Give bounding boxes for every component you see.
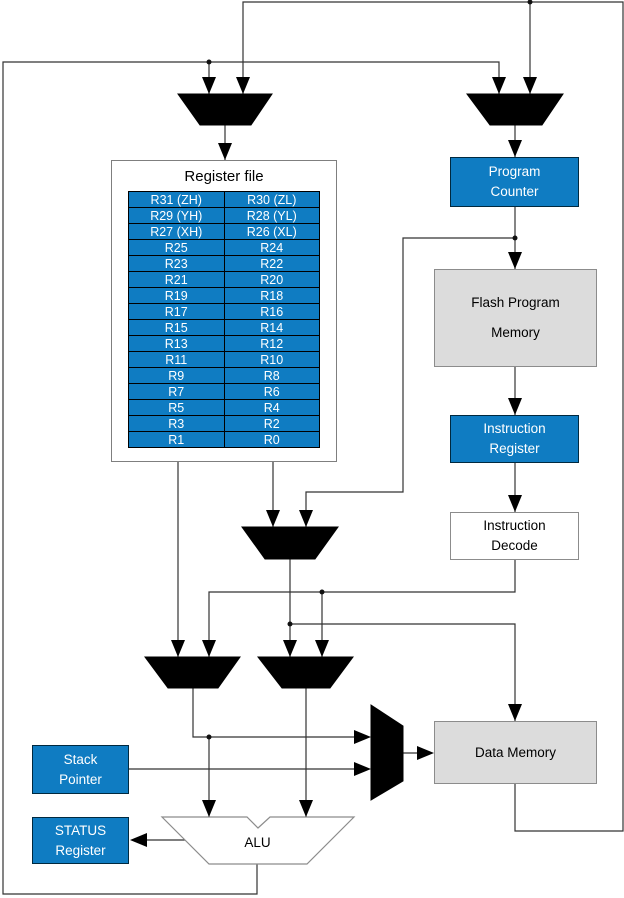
arrowhead [283,640,297,657]
arrowhead [508,704,522,721]
register-cell: R21 [129,272,224,287]
arrowhead [354,762,371,776]
arrowhead [236,77,250,94]
register-cell: R0 [224,432,319,447]
arrowhead [492,77,506,94]
junction-dot [319,589,325,595]
register-file-table: R31 (ZH) R30 (ZL) R29 (YH) R28 (YL) R27 … [128,191,320,448]
register-cell: R14 [224,320,319,335]
register-cell: R1 [129,432,224,447]
alu-shape [160,816,356,865]
wire-pc-to-operand-mux [305,237,515,527]
junction-dot [287,621,293,627]
register-file-block: Register file R31 (ZH) R30 (ZL) R29 (YH)… [111,160,337,462]
program-counter-block: Program Counter [450,157,579,207]
register-cell: R17 [129,304,224,319]
register-cell: R8 [224,368,319,383]
arrowhead [202,640,216,657]
register-cell: R12 [224,336,319,351]
alu-label: ALU [244,835,271,850]
register-cell: R23 [129,256,224,271]
arrowhead [417,746,434,760]
junction-dot [206,59,212,65]
register-cell: R19 [129,288,224,303]
arrowhead [299,800,313,817]
register-cell: R4 [224,400,319,415]
arrowhead [315,640,329,657]
arrowhead [202,800,216,817]
register-cell: R2 [224,416,319,431]
wire-alu-result-loop [2,61,500,895]
register-cell: R11 [129,352,224,367]
arrowhead [508,495,522,512]
mux-alu-operand-left [144,656,241,689]
arrowhead [523,77,537,94]
register-cell: R7 [129,384,224,399]
instruction-register-block: Instruction Register [450,415,579,463]
arrowhead [508,398,522,415]
arrowhead [299,510,313,527]
register-cell: R13 [129,336,224,351]
arrowhead [130,833,147,847]
junction-dots [206,0,533,740]
arrowhead [202,77,216,94]
arrowheads [130,77,537,847]
register-cell: R26 (XL) [224,224,319,239]
register-cell: R22 [224,256,319,271]
stack-pointer-block: Stack Pointer [32,745,129,794]
junction-dot [527,0,533,5]
register-cell: R6 [224,384,319,399]
wire-datamem-to-top-muxes [242,1,624,832]
wire-alu-left-mux-to-addr-mux [192,688,368,738]
arrowhead [354,730,371,744]
mux-regfile-input [177,93,273,126]
register-cell: R3 [129,416,224,431]
mux-operand-select [241,526,339,560]
register-cell: R24 [224,240,319,255]
register-cell: R16 [224,304,319,319]
flash-program-memory-block: Flash Program Memory [434,269,597,367]
wire-branch-to-datamem [290,623,516,721]
register-cell: R20 [224,272,319,287]
data-memory-block: Data Memory [434,721,597,784]
mux-pc-input [466,93,564,126]
arrowhead [508,140,522,157]
wire-id-to-alu-left-mux [208,560,516,657]
status-register-block: STATUS Register [32,817,129,864]
register-cell: R5 [129,400,224,415]
register-cell: R9 [129,368,224,383]
register-cell: R15 [129,320,224,335]
register-cell: R25 [129,240,224,255]
mux-data-memory-address [370,704,404,801]
arrowhead [266,510,280,527]
mux-alu-operand-right [256,656,354,689]
arrowhead [171,640,185,657]
register-cell: R28 (YL) [224,208,319,223]
register-cell: R27 (XH) [129,224,224,239]
instruction-decode-block: Instruction Decode [450,512,579,560]
register-file-title: Register file [184,168,264,185]
register-cell: R30 (ZL) [224,192,319,207]
junction-dot [512,235,518,241]
arrowhead [218,143,232,160]
register-cell: R31 (ZH) [129,192,224,207]
junction-dot [206,734,212,740]
arrowhead [508,252,522,269]
register-cell: R18 [224,288,319,303]
register-cell: R29 (YH) [129,208,224,223]
register-cell: R10 [224,352,319,367]
